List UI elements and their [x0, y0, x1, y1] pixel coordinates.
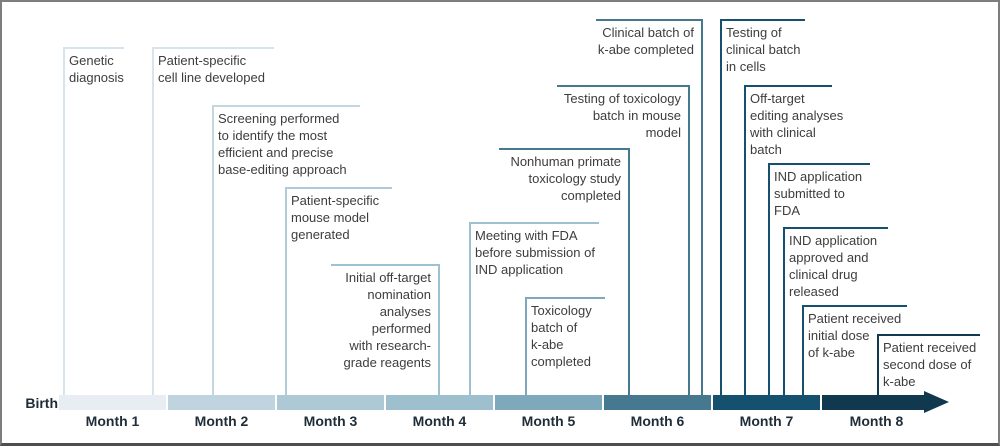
- event-bracket-drop-line: [152, 47, 154, 395]
- event-bracket-drop-line: [688, 85, 690, 395]
- month-label: Month 2: [194, 413, 249, 429]
- event-bracket-drop-line: [469, 222, 471, 395]
- event-bracket-drop-line: [525, 297, 527, 395]
- event-label: IND application approved and clinical dr…: [789, 233, 878, 299]
- event-bracket-top-line: [331, 264, 440, 266]
- event-bracket-drop-line: [744, 85, 746, 395]
- month-label: Month 6: [630, 413, 685, 429]
- event-bracket-top-line: [152, 47, 274, 49]
- event-bracket-drop-line: [720, 19, 722, 395]
- birth-label: Birth: [25, 395, 58, 411]
- event-bracket-drop-line: [285, 187, 287, 395]
- event-label: Clinical batch of k-abe completed: [597, 25, 694, 57]
- event-label: IND application submitted to FDA: [774, 169, 863, 218]
- event-bracket-drop-line: [63, 47, 65, 395]
- event-bracket-top-line: [63, 47, 124, 49]
- month-label: Month 1: [85, 413, 140, 429]
- event-bracket-drop-line: [628, 148, 630, 395]
- month-segment: [604, 395, 711, 410]
- event-label: Initial off-target nomination analyses p…: [343, 270, 431, 370]
- event-bracket-top-line: [499, 148, 630, 150]
- month-segment: [59, 395, 166, 410]
- month-segment: [386, 395, 493, 410]
- event-bracket-top-line: [783, 227, 888, 229]
- month-label: Month 3: [303, 413, 358, 429]
- event-label: Nonhuman primate toxicology study comple…: [510, 154, 621, 203]
- event-label: Off-target editing analyses with clinica…: [750, 91, 844, 157]
- event-label: Testing of clinical batch in cells: [726, 25, 801, 74]
- event-bracket-drop-line: [783, 227, 785, 395]
- month-segment: [495, 395, 602, 410]
- month-label: Month 5: [521, 413, 576, 429]
- event-label: Toxicology batch of k-abe completed: [531, 303, 592, 369]
- month-segment: [713, 395, 820, 410]
- event-label: Genetic diagnosis: [69, 53, 124, 85]
- event-bracket-drop-line: [701, 19, 703, 395]
- event-label: Screening performed to identify the most…: [218, 111, 347, 177]
- timeline-arrowhead: [924, 391, 949, 413]
- event-bracket-top-line: [768, 163, 870, 165]
- month-segment: [277, 395, 384, 410]
- month-label: Month 4: [412, 413, 467, 429]
- event-label: Testing of toxicology batch in mouse mod…: [563, 91, 681, 140]
- event-bracket-drop-line: [212, 105, 214, 395]
- event-bracket-top-line: [212, 105, 360, 107]
- event-bracket-top-line: [469, 222, 599, 224]
- event-label: Patient received initial dose of k-abe: [808, 311, 902, 360]
- event-bracket-top-line: [596, 19, 703, 21]
- month-label: Month 7: [739, 413, 794, 429]
- month-label: Month 8: [849, 413, 904, 429]
- event-bracket-top-line: [285, 187, 392, 189]
- event-label: Meeting with FDA before submission of IN…: [475, 228, 595, 277]
- month-segment: [822, 395, 924, 410]
- event-bracket-top-line: [720, 19, 805, 21]
- event-bracket-top-line: [557, 85, 690, 87]
- event-bracket-top-line: [525, 297, 605, 299]
- month-segment: [168, 395, 275, 410]
- event-bracket-drop-line: [768, 163, 770, 395]
- event-bracket-drop-line: [877, 334, 879, 395]
- event-label: Patient-specific cell line developed: [158, 53, 265, 85]
- event-label: Patient-specific mouse model generated: [291, 193, 380, 242]
- event-label: Patient received second dose of k-abe: [883, 340, 977, 389]
- event-bracket-drop-line: [438, 264, 440, 395]
- event-bracket-top-line: [802, 305, 907, 307]
- event-bracket-top-line: [744, 85, 832, 87]
- event-bracket-drop-line: [802, 305, 804, 395]
- event-bracket-top-line: [877, 334, 980, 336]
